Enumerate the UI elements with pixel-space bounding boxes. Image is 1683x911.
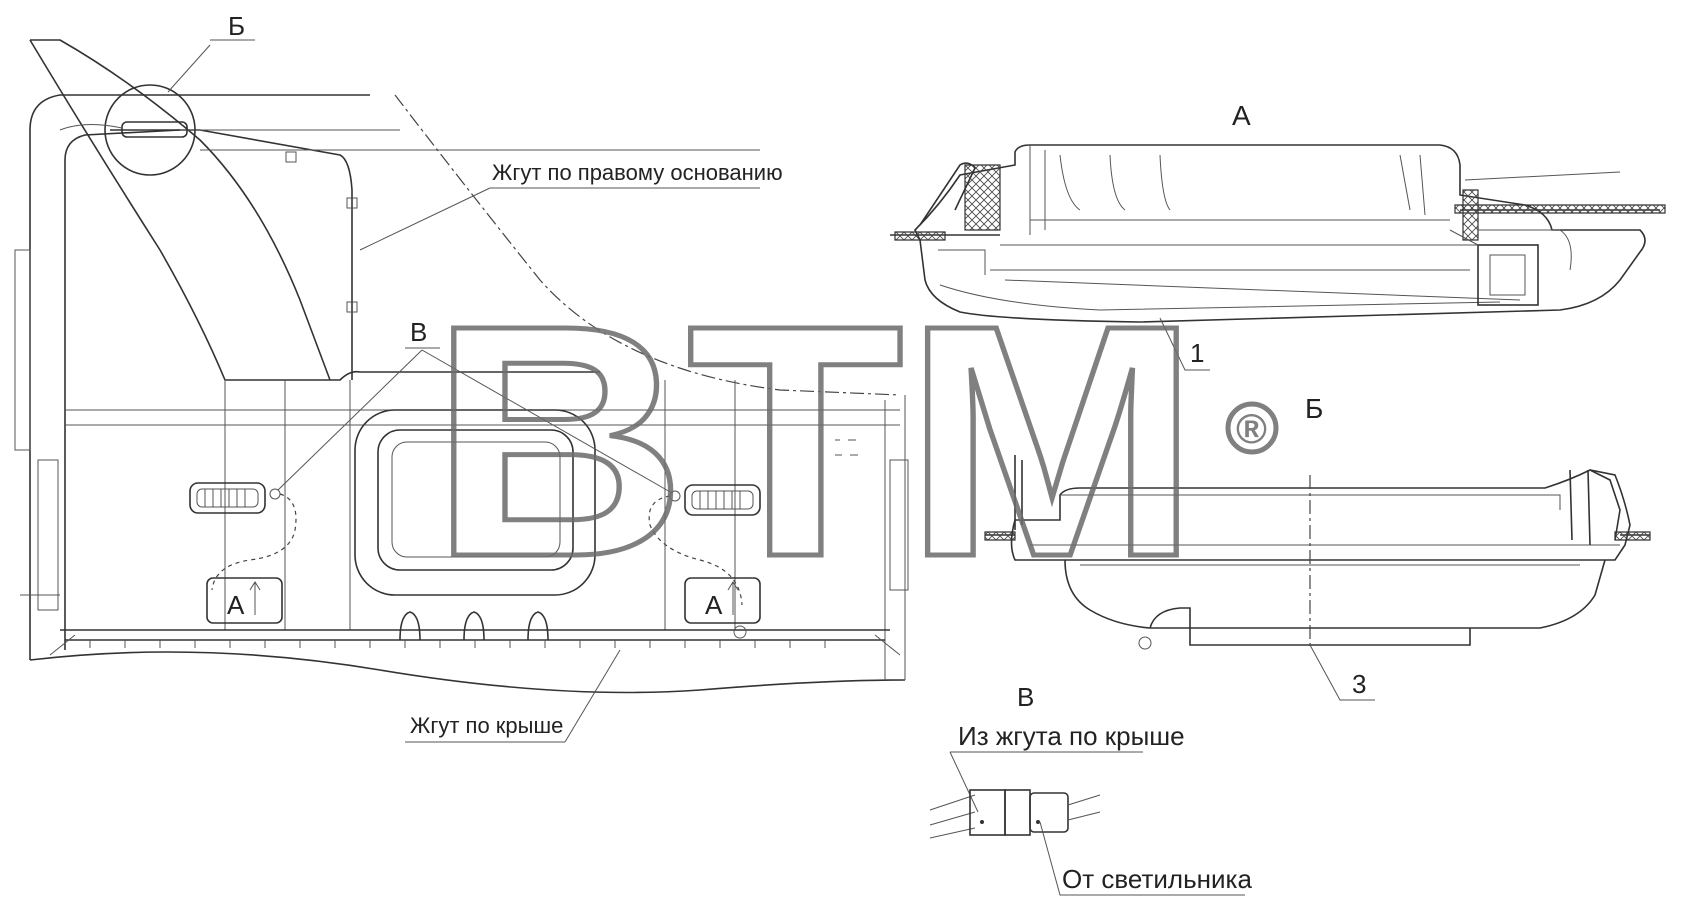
callout-v-bottom: В (1017, 682, 1034, 712)
watermark-logo: BTM ® (428, 254, 1279, 628)
item-1-label: 1 (1190, 338, 1204, 368)
section-view-v: В Из жгута по крыше От светильника (929, 682, 1252, 896)
label-roof-harness: Жгут по крыше (410, 713, 563, 738)
callout-b-top: Б (228, 11, 245, 41)
item-3-label: 3 (1352, 669, 1366, 699)
label-from-roof-harness: Из жгута по крыше (958, 721, 1185, 751)
callout-v-top: В (410, 317, 427, 347)
mark-a-left: А (227, 590, 245, 620)
registered-mark: ® (1236, 405, 1267, 452)
left-view-annotations: Б Жгут по правому основанию В А А Жгут п… (210, 11, 783, 743)
callout-b-right: Б (1305, 393, 1323, 424)
section-view-b: Б 3 (984, 393, 1651, 701)
label-from-lamp: От светильника (1062, 864, 1252, 894)
cab-interior-view (14, 39, 909, 694)
section-view-a: А 1 (890, 100, 1666, 371)
label-right-base-harness: Жгут по правому основанию (492, 160, 783, 185)
watermark-text: BTM (430, 256, 1200, 625)
callout-a-title: А (1232, 100, 1251, 131)
mark-a-right: А (705, 590, 723, 620)
